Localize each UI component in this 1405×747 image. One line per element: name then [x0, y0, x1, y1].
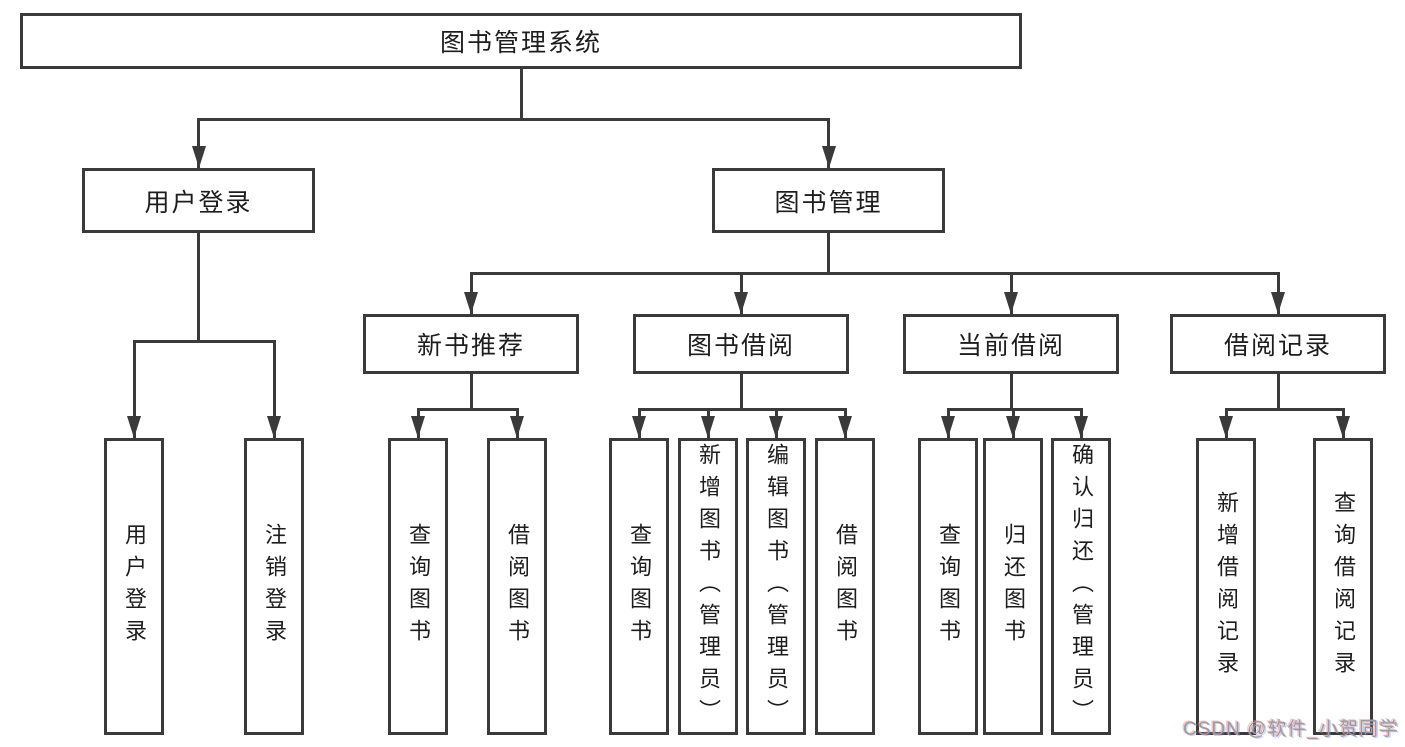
connector-stem: [197, 233, 200, 340]
leaf-label: 查询图书: [406, 522, 431, 651]
leaf-recommend-borrow-book: 借阅图书: [487, 438, 547, 735]
leaf-borrow-query-book: 查询图书: [609, 438, 669, 735]
leaf-borrow-borrow-book: 借阅图书: [815, 438, 875, 735]
connector-stem: [1009, 374, 1013, 408]
arrowhead: [191, 146, 206, 168]
connector-branch: [637, 408, 847, 411]
leaf-current-query-book: 查询图书: [918, 438, 978, 735]
leaf-label: 确认归还（管理员）: [1069, 442, 1094, 731]
leaf-label: 用户登录: [122, 522, 147, 651]
leaf-add-book-admin: 新增图书（管理员）: [678, 438, 738, 735]
arrowhead: [510, 416, 524, 438]
arrowhead: [1219, 416, 1233, 438]
arrowhead: [701, 416, 715, 438]
leaf-label: 查询图书: [627, 522, 652, 651]
arrowhead: [1336, 416, 1350, 438]
connector-stem: [827, 118, 830, 168]
arrowhead: [1271, 292, 1285, 314]
connector-stem: [827, 233, 830, 272]
node-user-login: 用户登录: [82, 168, 315, 233]
leaf-label: 借阅图书: [833, 522, 858, 651]
connector-stem: [739, 374, 743, 408]
leaf-label: 注销登录: [262, 522, 287, 651]
arrowhead: [769, 416, 783, 438]
arrowhead: [1074, 416, 1088, 438]
arrowhead: [941, 416, 955, 438]
arrowhead: [411, 416, 425, 438]
arrowhead: [464, 292, 478, 314]
leaf-label: 编辑图书（管理员）: [764, 442, 789, 731]
leaf-label: 查询借阅记录: [1331, 490, 1356, 683]
arrowhead: [1004, 292, 1018, 314]
leaf-return-book: 归还图书: [983, 438, 1043, 735]
leaf-label: 归还图书: [1001, 522, 1026, 651]
node-book-borrow: 图书借阅: [633, 314, 849, 374]
leaf-recommend-query-book: 查询图书: [388, 438, 448, 735]
arrowhead: [821, 146, 836, 168]
connector-branch: [416, 408, 519, 411]
leaf-label: 新增借阅记录: [1214, 490, 1239, 683]
leaf-user-login: 用户登录: [104, 438, 164, 735]
connector-branch: [946, 408, 1083, 411]
node-borrow-record: 借阅记录: [1170, 314, 1386, 374]
leaf-add-borrow-record: 新增借阅记录: [1196, 438, 1256, 735]
connector-stem: [132, 340, 136, 438]
connector-level2-branch: [197, 118, 830, 121]
connector-stem: [469, 374, 473, 408]
leaf-label: 新增图书（管理员）: [696, 442, 721, 731]
connector-root-stem: [519, 69, 523, 118]
connector-branch: [132, 340, 276, 343]
arrowhead: [267, 416, 281, 438]
leaf-label: 查询图书: [936, 522, 961, 651]
arrowhead: [127, 416, 141, 438]
leaf-query-borrow-record: 查询借阅记录: [1313, 438, 1373, 735]
leaf-confirm-return-admin: 确认归还（管理员）: [1051, 438, 1111, 735]
node-root: 图书管理系统: [20, 13, 1022, 69]
watermark: CSDN @软件_小贺同学: [1183, 719, 1399, 740]
connector-level3-branch: [469, 272, 1280, 275]
leaf-label: 借阅图书: [505, 522, 530, 651]
node-book-management: 图书管理: [712, 168, 945, 233]
arrowhead: [734, 292, 748, 314]
node-new-book-recommend: 新书推荐: [363, 314, 579, 374]
leaf-edit-book-admin: 编辑图书（管理员）: [746, 438, 806, 735]
arrowhead: [632, 416, 646, 438]
connector-stem: [272, 340, 276, 438]
arrowhead: [838, 416, 852, 438]
connector-stem: [197, 118, 200, 168]
arrowhead: [1006, 416, 1020, 438]
connector-stem: [1276, 374, 1280, 408]
node-current-borrow: 当前借阅: [903, 314, 1119, 374]
leaf-logout: 注销登录: [244, 438, 304, 735]
connector-branch: [1224, 408, 1345, 411]
